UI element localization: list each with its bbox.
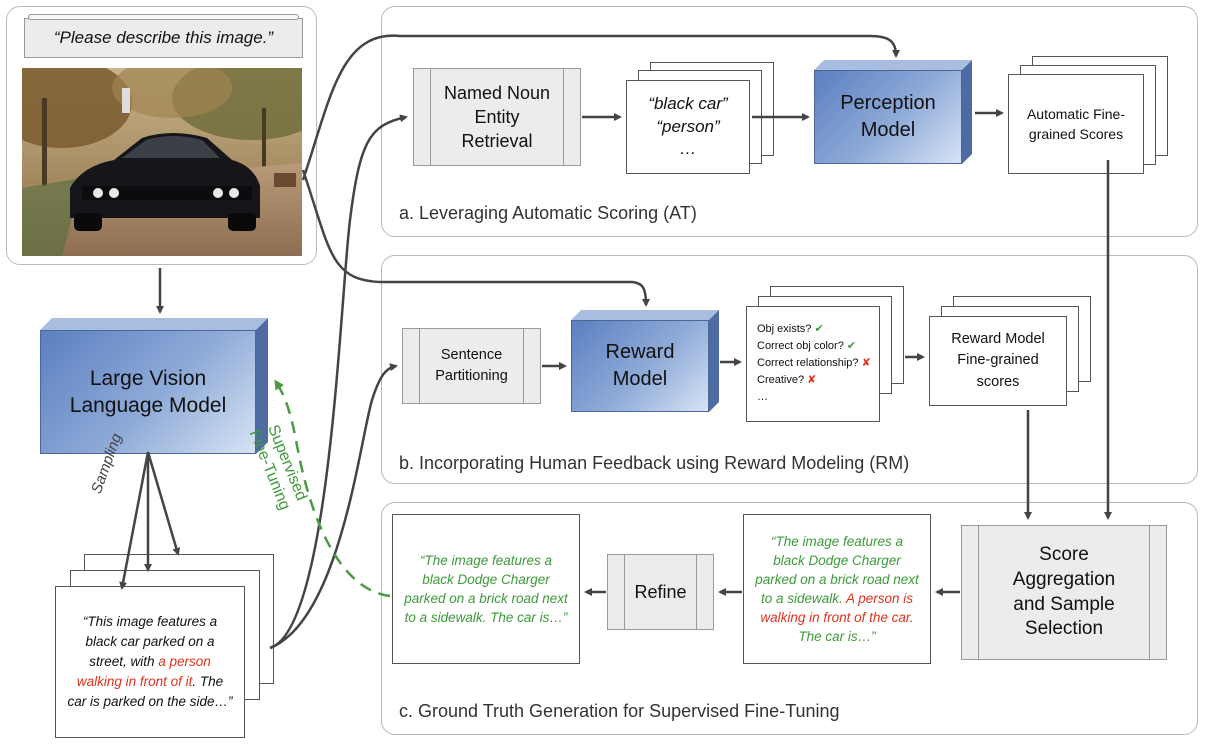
prompt-text: “Please describe this image.”	[53, 28, 274, 47]
sample-text-2: . The car is parked on the side…”	[67, 673, 233, 709]
ner-label: Named Noun Entity Retrieval	[443, 82, 551, 152]
check-row-1: Correct obj color? ✔	[757, 338, 879, 355]
check-mark-0: ✔	[814, 323, 824, 335]
car-photo	[22, 68, 302, 256]
perception-label: Perception Model	[840, 92, 936, 141]
reward-model-block: Reward Model	[571, 320, 709, 412]
selected-text-green1: “The image features a black Dodge Charge…	[755, 533, 919, 606]
perception-model-block: Perception Model	[814, 70, 962, 164]
reward-depth-top	[571, 310, 719, 320]
selected-doc: “The image features a black Dodge Charge…	[743, 514, 931, 664]
arrow-sample-ner	[269, 114, 408, 650]
check-text-3: Creative?	[757, 374, 805, 387]
panel-a-label: a. Leveraging Automatic Scoring (AT)	[399, 203, 697, 223]
refine-box: Refine	[607, 554, 714, 630]
lvlm-depth-right	[256, 318, 268, 454]
reward-label: Reward Model	[605, 341, 675, 390]
aggregation-label: Score Aggregation and Sample Selection	[1012, 544, 1116, 640]
sample-doc: “This image features a black car parked …	[55, 586, 245, 738]
prompt-scroll: “Please describe this image.”	[24, 18, 303, 58]
panel-b-label: b. Incorporating Human Feedback using Re…	[399, 453, 910, 473]
perception-depth-top	[814, 60, 972, 70]
check-row-0: Obj exists? ✔	[757, 321, 879, 338]
check-mark-3: ✘	[807, 374, 817, 387]
reward-depth-right	[709, 310, 719, 412]
ner-box: Named Noun Entity Retrieval	[413, 68, 581, 166]
arrow-sample-partition	[269, 363, 398, 650]
aggregation-box: Score Aggregation and Sample Selection	[961, 525, 1167, 660]
entity-0: “black car”	[648, 93, 728, 113]
arrow-image-perception	[301, 34, 900, 181]
lvlm-depth-top	[40, 318, 268, 330]
rm-scores-label: Reward Model Fine-grained scores	[951, 331, 1045, 390]
selected-text-red: A person is walking in front of the car.	[760, 591, 914, 626]
partition-box: Sentence Partitioning	[402, 328, 541, 404]
auto-scores-label: Automatic Fine-grained Scores	[1026, 105, 1126, 142]
selected-text-green2: The car is…”	[798, 629, 876, 645]
refined-text: “The image features a black Dodge Charge…	[404, 552, 568, 626]
refined-doc: “The image features a black Dodge Charge…	[392, 514, 580, 664]
sample-text-1: “This image features a black car parked …	[82, 614, 218, 670]
partition-label: Sentence Partitioning	[435, 346, 508, 384]
arrow-sampling-3	[146, 451, 181, 556]
perception-depth-right	[962, 60, 972, 164]
auto-scores-doc: Automatic Fine-grained Scores	[1008, 74, 1144, 174]
entity-2: …	[679, 139, 697, 159]
check-row-3: Creative? ✘	[757, 372, 879, 389]
refine-label: Refine	[634, 581, 687, 602]
entities-doc: “black car” “person” …	[626, 80, 750, 174]
check-text-2: Correct relationship?	[757, 357, 859, 370]
checks-doc: Obj exists? ✔ Correct obj color? ✔ Corre…	[746, 306, 880, 422]
check-mark-2: ✘	[861, 357, 871, 370]
check-row-more: …	[757, 391, 768, 404]
arrow-sampling-1	[119, 451, 150, 590]
rm-scores-doc: Reward Model Fine-grained scores	[929, 316, 1067, 406]
check-row-2: Correct relationship? ✘	[757, 355, 879, 372]
arrow-image-reward	[301, 169, 650, 307]
check-mark-1: ✔	[846, 340, 857, 353]
check-text-0: Obj exists?	[757, 323, 812, 335]
lvlm-block: Large Vision Language Model	[40, 330, 256, 454]
panel-c-label: c. Ground Truth Generation for Supervise…	[399, 701, 840, 721]
scroll-top-bar	[28, 14, 299, 20]
entity-1: “person”	[656, 116, 720, 136]
check-text-1: Correct obj color?	[757, 340, 844, 353]
sample-text-highlight: a person walking in front of it	[76, 654, 211, 689]
lvlm-label: Large Vision Language Model	[69, 366, 227, 417]
